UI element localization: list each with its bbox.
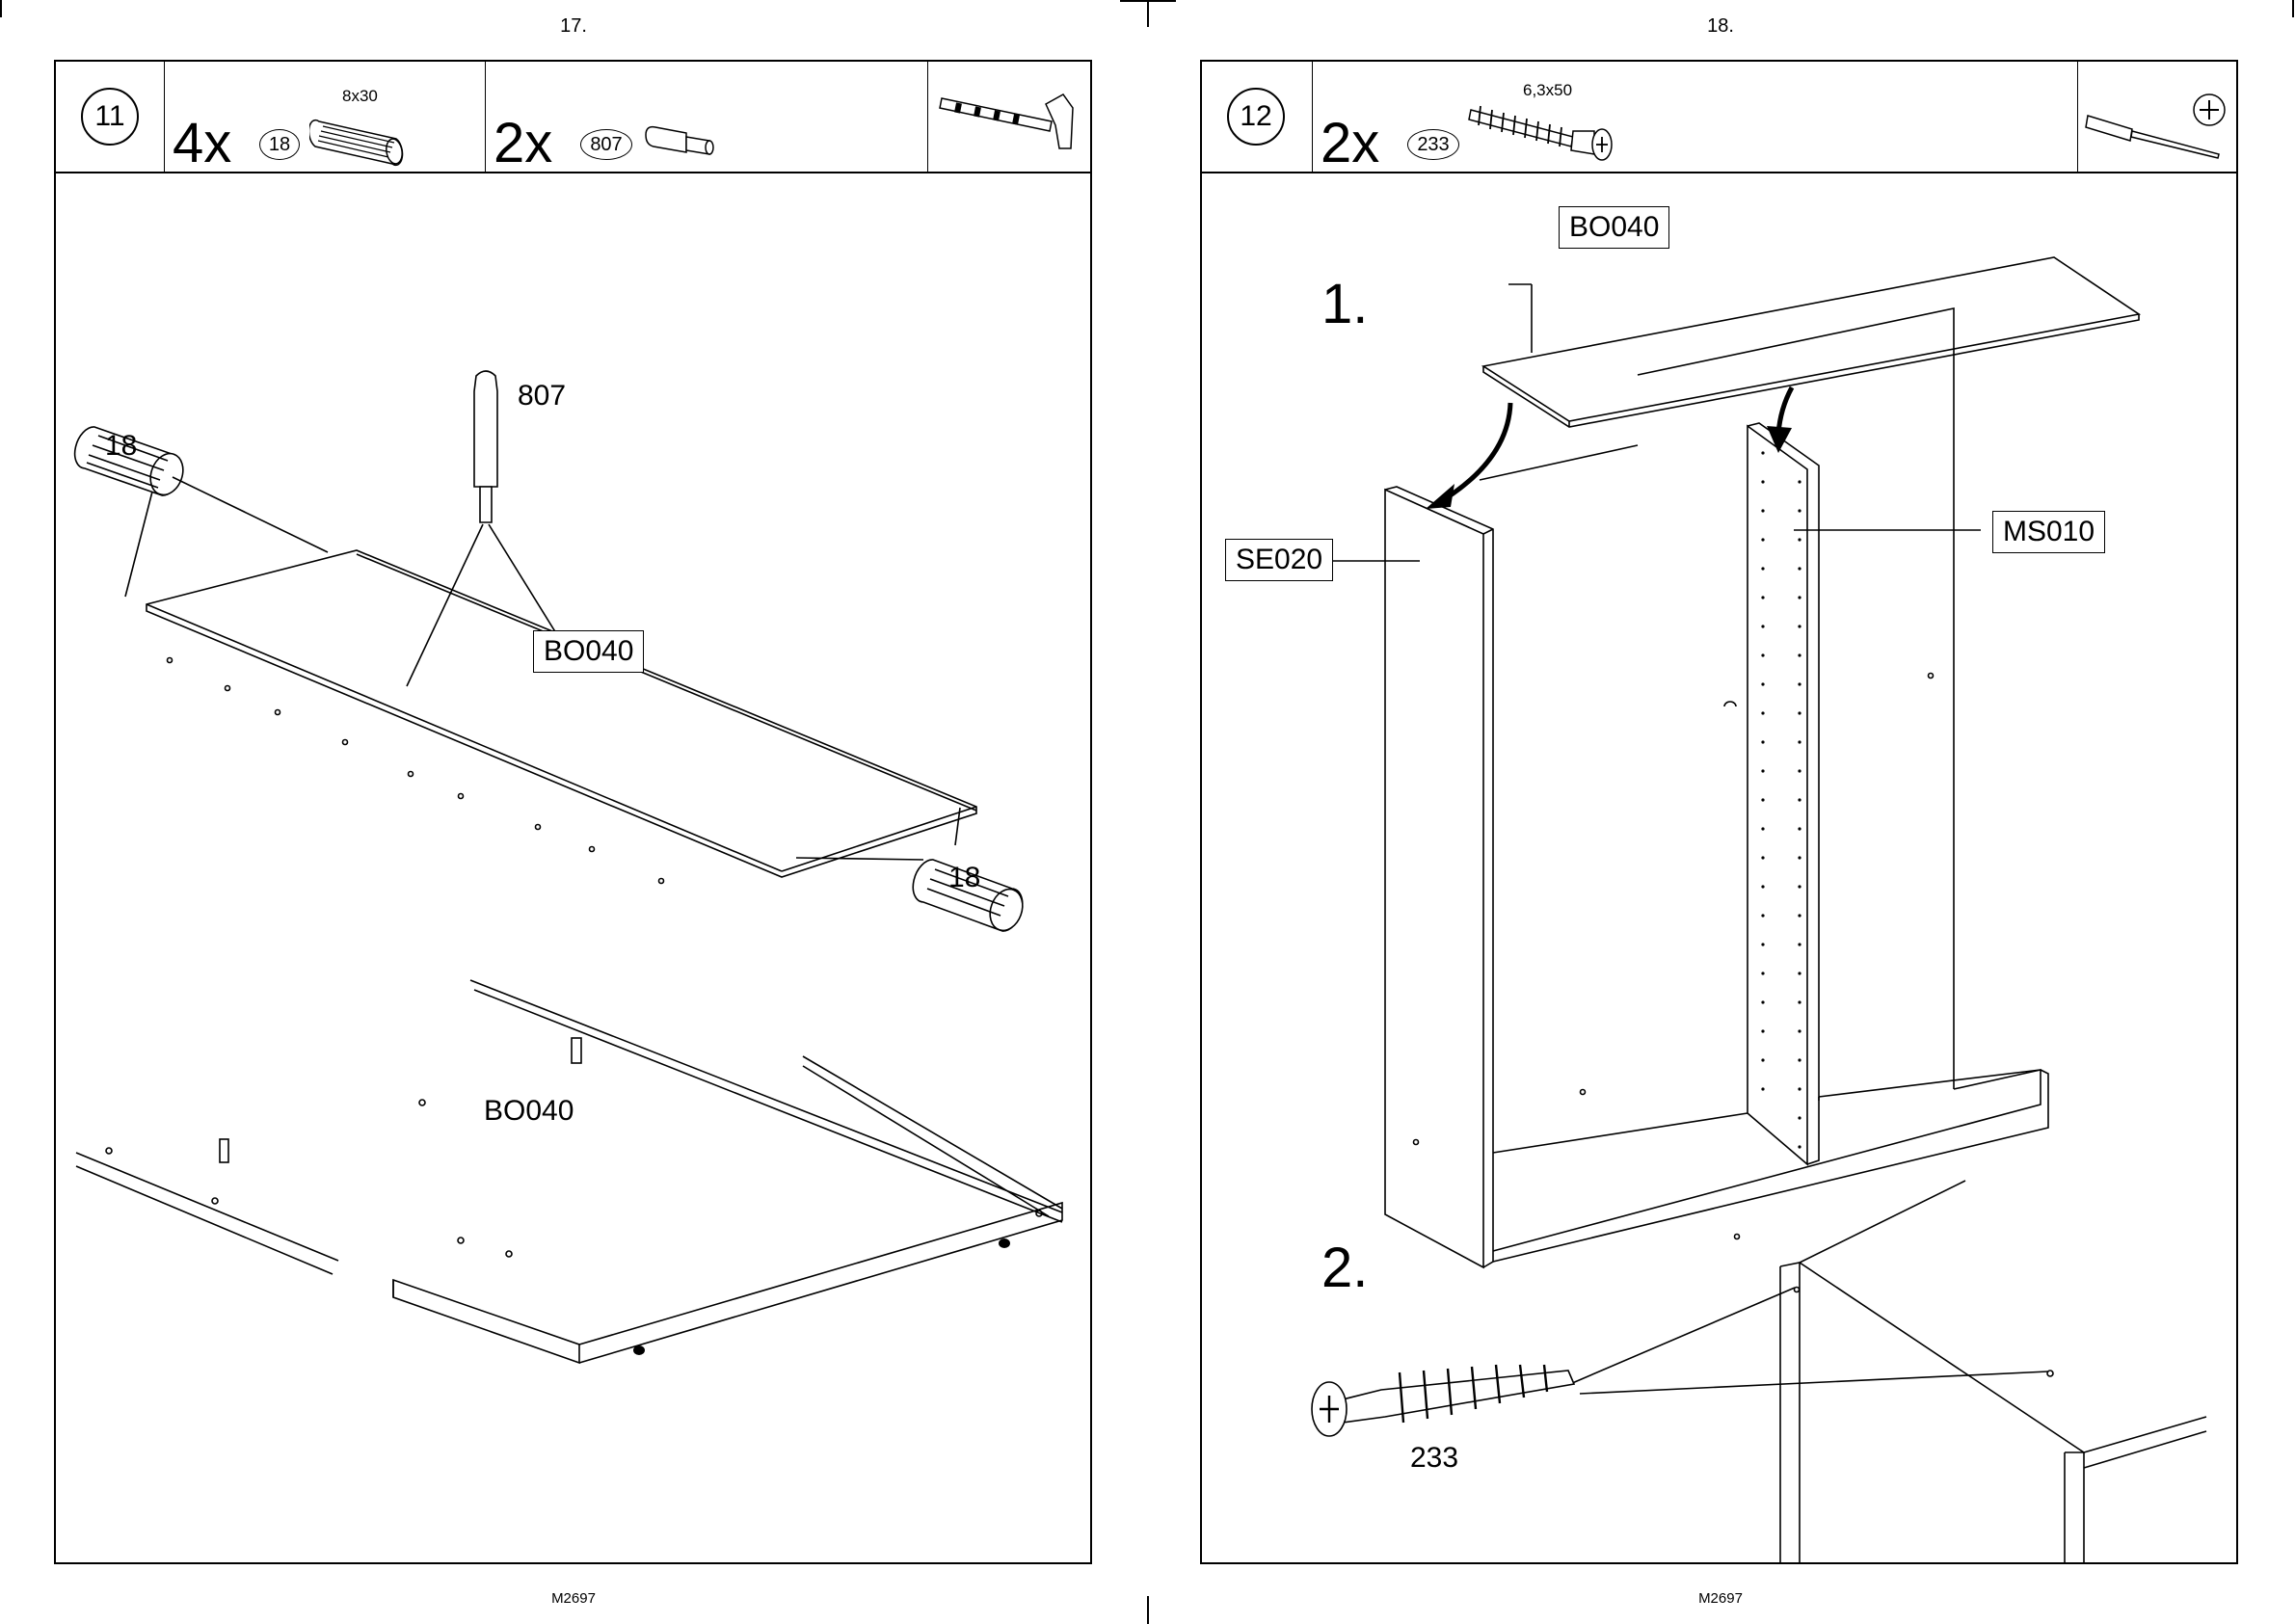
part-cell-dowel: 4x 18 8x30: [165, 62, 486, 172]
step-number: 11: [81, 88, 139, 146]
quantity: 4x: [173, 116, 231, 172]
step-number-cell: 12: [1202, 62, 1313, 172]
shelf-pin-icon: [640, 120, 727, 168]
quantity: 2x: [494, 116, 552, 172]
page-number: 18.: [1682, 15, 1759, 38]
crop-mark: [1147, 1596, 1149, 1624]
panel-code-label: BO040: [533, 630, 644, 673]
panel-code-label: BO040: [484, 1095, 574, 1128]
part-dimension: 8x30: [342, 87, 378, 106]
screwdriver-icon: [2084, 87, 2228, 164]
substep-1-label: 1.: [1321, 272, 1368, 336]
step-12-panel: 12 2x 233 6,3x50: [1200, 60, 2238, 1564]
part-number: 807: [580, 129, 632, 160]
middle-panel-label: MS010: [1992, 511, 2105, 553]
step-header: 11 4x 18 8x30 2x 807: [56, 62, 1090, 173]
shelf-pin-label: 807: [518, 380, 566, 413]
side-panel-label: SE020: [1225, 539, 1333, 581]
part-number: 18: [259, 129, 300, 160]
crop-mark: [1120, 0, 1176, 2]
part-cell-screw: 2x 233 6,3x50: [1313, 62, 2078, 172]
substep-2-label: 2.: [1321, 1236, 1368, 1300]
step-number-cell: 11: [56, 62, 165, 172]
crop-mark: [1147, 0, 1149, 27]
screw-label: 233: [1410, 1442, 1458, 1475]
step-number: 12: [1227, 88, 1285, 146]
page-number: 17.: [535, 15, 612, 38]
step-12-drawing: [1202, 173, 2236, 1562]
hammer-icon: [938, 89, 1082, 156]
step-11-drawing: [56, 173, 1090, 1562]
crop-mark: [2292, 0, 2294, 17]
top-panel-label: BO040: [1559, 206, 1669, 249]
part-number: 233: [1407, 129, 1459, 160]
model-code: M2697: [516, 1590, 631, 1607]
step-header: 12 2x 233 6,3x50: [1202, 62, 2236, 173]
dowel-label: 18: [948, 862, 980, 894]
quantity: 2x: [1321, 116, 1379, 172]
part-dimension: 6,3x50: [1523, 81, 1572, 100]
model-code: M2697: [1663, 1590, 1778, 1607]
dowel-icon: [309, 110, 415, 168]
crop-mark: [0, 0, 2, 17]
dowel-label: 18: [105, 430, 137, 463]
screw-icon: [1467, 102, 1631, 164]
step-11-panel: 11 4x 18 8x30 2x 807: [54, 60, 1092, 1564]
part-cell-pin: 2x 807: [486, 62, 928, 172]
